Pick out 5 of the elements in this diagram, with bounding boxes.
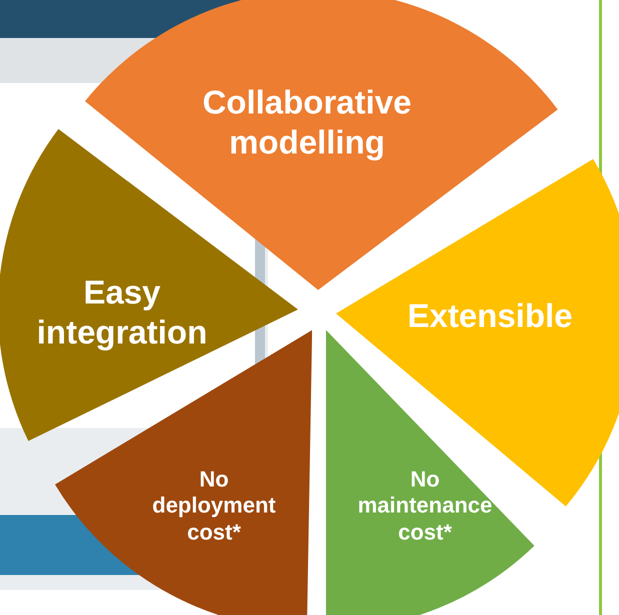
segment-label: Extensible xyxy=(406,296,574,336)
segment-label: No deployment cost* xyxy=(151,466,277,546)
segment-label: No maintenance cost* xyxy=(356,466,494,546)
segment-label: Collaborative modelling xyxy=(201,82,413,162)
segment-label: Easy integration xyxy=(36,272,208,352)
